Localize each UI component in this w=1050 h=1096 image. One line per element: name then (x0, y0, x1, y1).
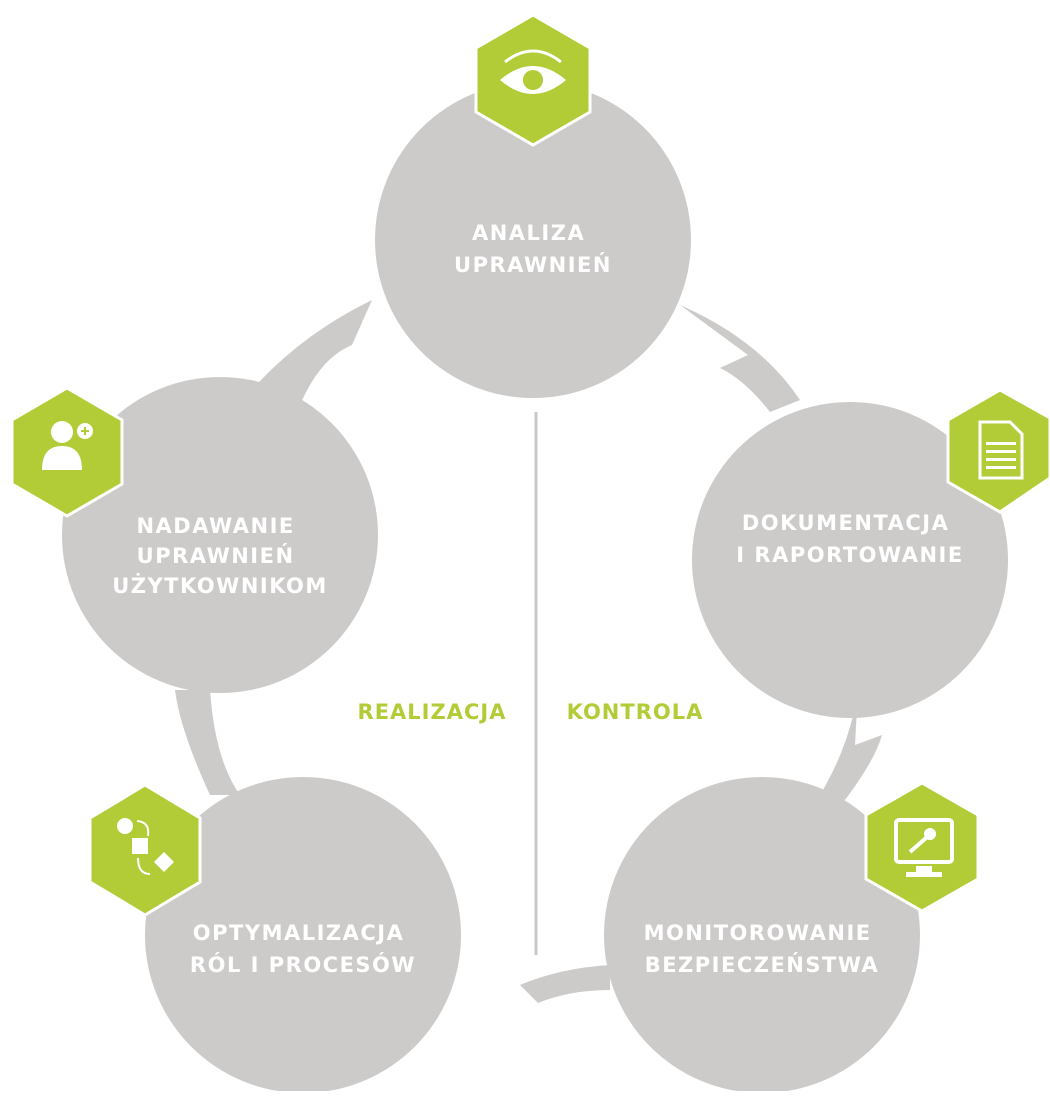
node-circle (375, 82, 691, 398)
node-dokumentacja: DOKUMENTACJA I RAPORTOWANIE (692, 402, 1008, 718)
node-label-line: I RAPORTOWANIE (736, 543, 963, 567)
node-label-line: MONITOROWANIE (644, 921, 872, 945)
node-label-monitorowanie: MONITOROWANIE BEZPIECZEŃSTWA (644, 921, 881, 977)
section-label-realizacja: REALIZACJA (358, 700, 507, 724)
node-circle (62, 377, 378, 693)
node-label-line: OPTYMALIZACJA (193, 921, 405, 945)
node-label-line: UŻYTKOWNIKOM (112, 573, 328, 598)
node-label-analiza: ANALIZA UPRAWNIEŃ (454, 221, 612, 277)
cycle-ring (175, 300, 882, 1003)
node-nadawanie: NADAWANIE UPRAWNIEŃ UŻYTKOWNIKOM (62, 377, 378, 693)
hexagon-badge (864, 781, 980, 913)
node-label-line: UPRAWNIEŃ (454, 252, 612, 277)
node-circle (145, 777, 461, 1093)
badge-analiza (474, 13, 592, 147)
node-label-line: NADAWANIE (136, 514, 294, 538)
ring-arc-right (820, 690, 882, 800)
node-analiza: ANALIZA UPRAWNIEŃ (375, 82, 691, 398)
node-optymalizacja: OPTYMALIZACJA RÓL I PROCESÓW (145, 777, 461, 1093)
badge-nadawanie (10, 386, 124, 518)
monitor-key-icon (894, 818, 954, 877)
node-label-line: BEZPIECZEŃSTWA (645, 952, 880, 977)
badge-dokumentacja (946, 388, 1050, 514)
node-monitorowanie: MONITOROWANIE BEZPIECZEŃSTWA (604, 777, 920, 1093)
ring-arc-bottom (520, 965, 610, 1003)
node-label-line: UPRAWNIEŃ (137, 543, 295, 568)
node-label-line: DOKUMENTACJA (742, 511, 949, 535)
eye-icon (500, 49, 566, 94)
node-label-nadawanie: NADAWANIE UPRAWNIEŃ UŻYTKOWNIKOM (112, 514, 328, 598)
node-label-dokumentacja: DOKUMENTACJA I RAPORTOWANIE (736, 511, 963, 567)
node-label-line: ANALIZA (472, 221, 585, 245)
section-label-kontrola: KONTROLA (567, 700, 704, 724)
process-flow-icon (117, 818, 174, 875)
badge-optymalizacja (88, 783, 202, 917)
node-label-optymalizacja: OPTYMALIZACJA RÓL I PROCESÓW (190, 921, 416, 977)
ring-arc-top-left (250, 300, 372, 405)
add-user-icon (42, 421, 93, 470)
node-circle (692, 402, 1008, 718)
node-circle (604, 777, 920, 1093)
node-label-line: RÓL I PROCESÓW (190, 952, 416, 977)
badge-monitorowanie (864, 781, 980, 913)
ring-arc-top-right (680, 305, 800, 412)
document-icon (978, 420, 1024, 480)
ring-arc-left (175, 690, 240, 795)
